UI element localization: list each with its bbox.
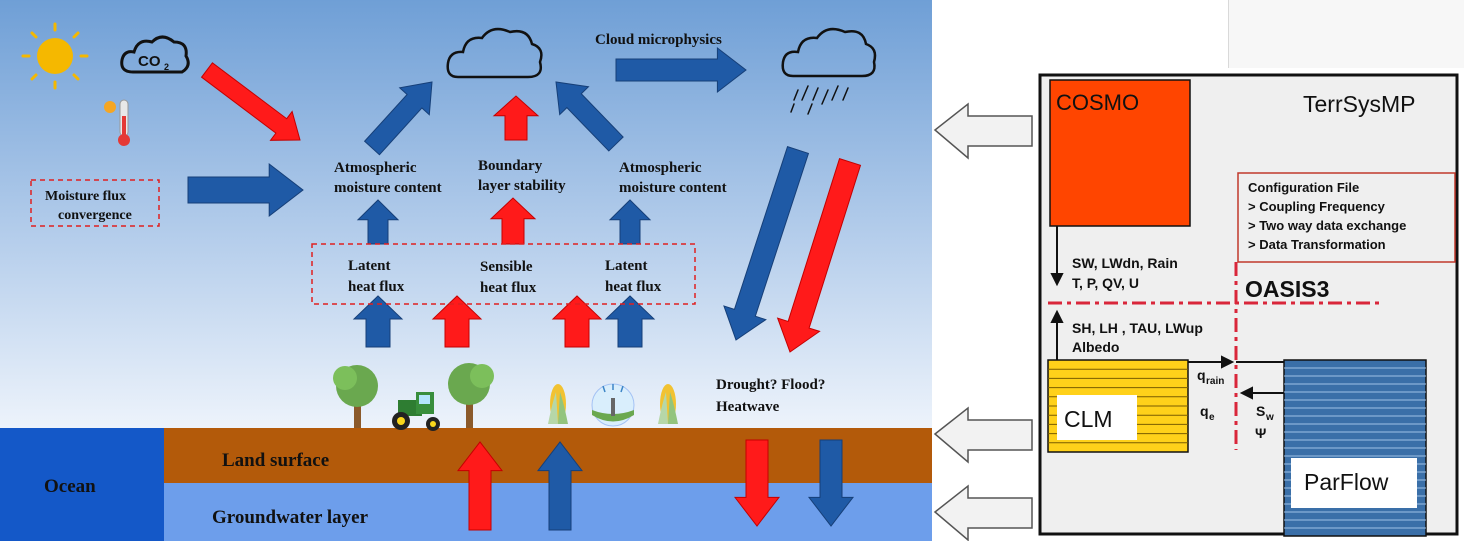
latent-right-up-arrow xyxy=(608,199,652,245)
irrigation-globe-icon xyxy=(591,383,635,427)
co2-label: CO xyxy=(138,53,161,70)
boundary-up-arrow xyxy=(492,95,540,141)
co2-subscript: 2 xyxy=(164,62,169,72)
heat-flux-box xyxy=(311,243,696,305)
config-item: > Two way data exchange xyxy=(1248,218,1406,233)
config-box xyxy=(1237,172,1456,263)
up-vars-label-2: Albedo xyxy=(1072,339,1119,355)
tree-icon xyxy=(448,363,494,428)
atm-moisture-left-label-2: moisture content xyxy=(334,180,442,196)
ground-water-up-arrow xyxy=(536,441,584,531)
drought-label-2: Heatwave xyxy=(716,399,780,415)
panel-top xyxy=(1229,0,1464,68)
surface-sensible-left-arrow xyxy=(431,295,483,348)
ground-water-down-arrow xyxy=(807,439,855,527)
ocean-label: Ocean xyxy=(44,476,96,497)
moisture-flux-label-2: convergence xyxy=(58,208,132,223)
groundwater-label: Groundwater layer xyxy=(212,507,369,528)
tree-icon xyxy=(333,365,378,428)
corn-icon xyxy=(658,384,678,424)
sensible-up-arrow xyxy=(489,197,537,245)
ocean-block xyxy=(0,428,164,541)
boundary-label-1: Boundary xyxy=(478,158,543,174)
qe-label: q xyxy=(1200,403,1209,419)
cloud-microphysics-label: Cloud microphysics xyxy=(595,32,722,48)
boundary-label-2: layer stability xyxy=(478,178,566,194)
ground-heat-down-arrow xyxy=(733,439,781,527)
latent-left-up-arrow xyxy=(356,199,400,245)
clm-label-bg xyxy=(1057,395,1137,440)
latent-left-label-2: heat flux xyxy=(348,279,405,295)
latent-right-label-2: heat flux xyxy=(605,279,662,295)
cloud-icon xyxy=(446,27,543,79)
config-item: > Coupling Frequency xyxy=(1248,199,1386,214)
atm-moisture-right-label-1: Atmospheric xyxy=(619,160,702,176)
thermometer-icon xyxy=(104,99,130,146)
oasis-label: OASIS3 xyxy=(1245,276,1329,302)
qrain-label: q xyxy=(1197,367,1206,383)
sw-subscript: w xyxy=(1265,412,1274,423)
down-vars-label-1: SW, LWdn, Rain xyxy=(1072,255,1178,271)
moisture-flux-box xyxy=(30,179,160,227)
cloud-microphysics-arrow xyxy=(615,46,747,94)
sensible-label-1: Sensible xyxy=(480,259,533,275)
clm-label: CLM xyxy=(1064,406,1113,432)
precipitation-down-arrow xyxy=(723,145,810,341)
link-arrow-clm xyxy=(933,406,1033,464)
qrain-subscript: rain xyxy=(1206,376,1224,387)
land-surface-layer xyxy=(164,428,932,483)
surface-sensible-right-arrow xyxy=(551,295,603,348)
atm-moisture-left-label-1: Atmospheric xyxy=(334,160,417,176)
drought-label-1: Drought? Flood? xyxy=(716,377,825,393)
coupling-down-arrowhead xyxy=(1050,273,1064,287)
atm-moisture-right-label-2: moisture content xyxy=(619,180,727,196)
sw-arrowhead xyxy=(1239,386,1253,400)
qe-subscript: e xyxy=(1209,412,1215,423)
moisture-flux-label-1: Moisture flux xyxy=(45,189,126,204)
parflow-label-bg xyxy=(1291,458,1417,508)
sw-label: S xyxy=(1256,403,1265,419)
surface-latent-right-arrow xyxy=(604,295,656,348)
heat-down-arrow xyxy=(776,158,862,353)
panel-divider xyxy=(1228,0,1229,68)
coupling-up-arrowhead xyxy=(1050,309,1064,323)
tractor-icon xyxy=(392,392,440,431)
cosmo-box xyxy=(1049,79,1191,227)
surface-latent-left-arrow xyxy=(352,295,404,348)
terrsysmp-title: TerrSysMP xyxy=(1303,91,1415,117)
sensible-label-2: heat flux xyxy=(480,280,537,296)
parflow-label: ParFlow xyxy=(1304,469,1389,495)
evaporation-up-arrow-right xyxy=(555,81,624,152)
groundwater-layer xyxy=(164,483,932,541)
config-title: Configuration File xyxy=(1248,180,1359,195)
parflow-block xyxy=(1283,359,1427,537)
config-item: > Data Transformation xyxy=(1248,237,1386,252)
arrows-layer xyxy=(187,46,862,531)
corn-icon xyxy=(548,384,568,424)
up-vars-label-1: SH, LH , TAU, LWup xyxy=(1072,320,1203,336)
latent-right-label-1: Latent xyxy=(605,258,648,274)
latent-left-label-1: Latent xyxy=(348,258,391,274)
moisture-convergence-arrow xyxy=(187,162,304,218)
co2-cloud-icon: CO 2 xyxy=(120,35,190,74)
qrain-arrowhead xyxy=(1221,355,1235,369)
down-vars-label-2: T, P, QV, U xyxy=(1072,275,1139,291)
link-arrow-parflow xyxy=(933,484,1033,541)
rain-cloud-icon xyxy=(781,27,877,115)
link-arrow-cosmo xyxy=(933,102,1033,160)
sun-icon xyxy=(21,22,89,90)
ground-heat-up-arrow xyxy=(456,441,504,531)
evaporation-up-arrow-left xyxy=(363,81,433,156)
psi-label: Ψ xyxy=(1255,425,1266,441)
cosmo-label: COSMO xyxy=(1056,90,1139,115)
land-surface-label: Land surface xyxy=(222,450,329,471)
co2-forcing-arrow xyxy=(200,62,301,141)
